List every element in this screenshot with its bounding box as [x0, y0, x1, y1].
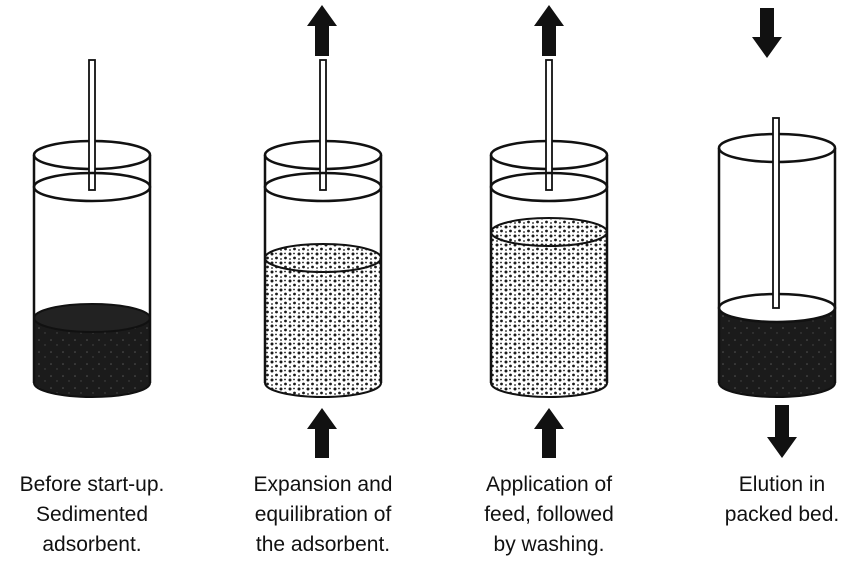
flow-out-arrow-down: [767, 405, 797, 458]
bed-expanded: [264, 243, 382, 398]
bed-expanded: [490, 217, 608, 398]
column-expansion: [263, 59, 383, 398]
adaptor-plunger: [489, 59, 609, 203]
caption-elution: Elution in packed bed.: [724, 473, 840, 526]
caption-expansion: Expansion and equilibration of the adsor…: [253, 473, 393, 556]
adaptor-plunger: [772, 117, 780, 309]
flow-in-arrow-down: [752, 8, 782, 58]
flow-in-arrow-up: [534, 408, 564, 458]
bed-packed: [717, 292, 837, 398]
caption-application: Application of feed, followed by washing…: [484, 473, 614, 556]
column-elution: [717, 117, 837, 398]
caption-before-start-up: Before start-up. Sedimented adsorbent.: [19, 473, 165, 556]
flow-out-arrow-up: [534, 5, 564, 56]
bed-sedimented: [33, 303, 151, 398]
column-application: [489, 59, 609, 398]
flow-out-arrow-up: [307, 5, 337, 56]
column-before-start-up: [32, 59, 152, 398]
adaptor-plunger: [263, 59, 383, 203]
flow-in-arrow-up: [307, 408, 337, 458]
adaptor-plunger: [32, 59, 152, 203]
